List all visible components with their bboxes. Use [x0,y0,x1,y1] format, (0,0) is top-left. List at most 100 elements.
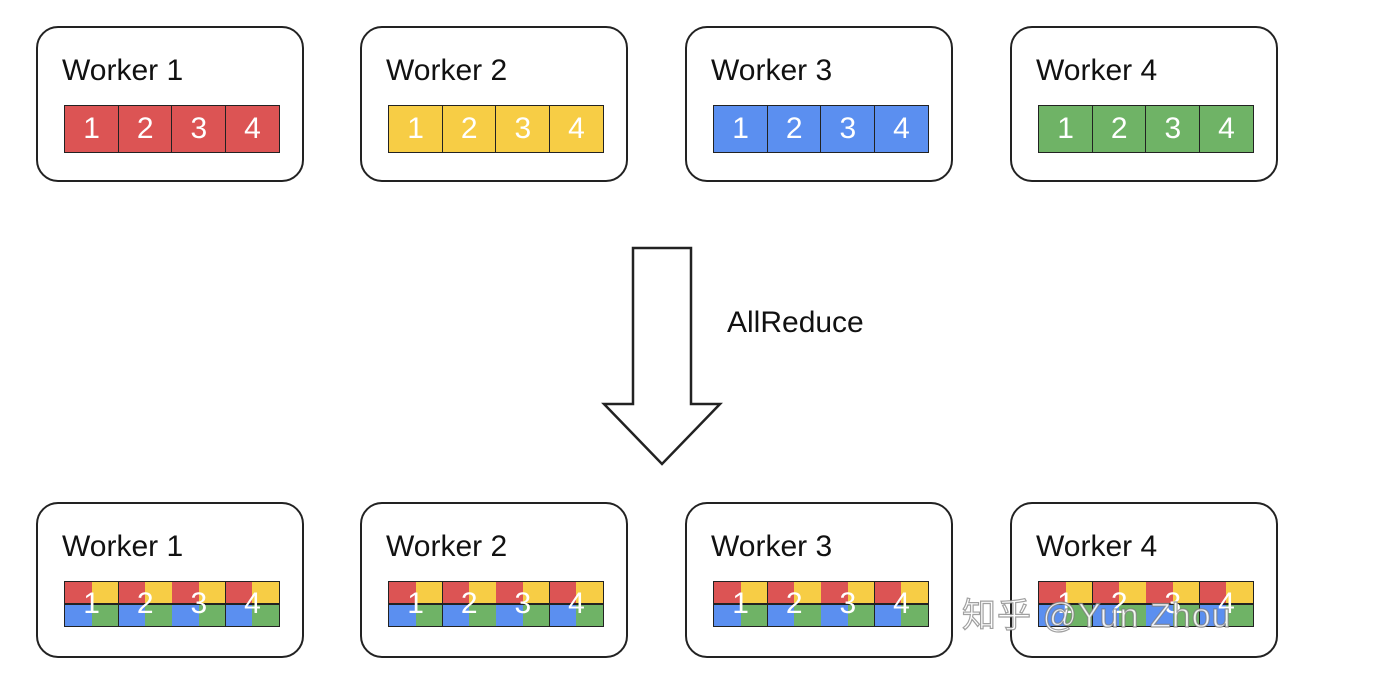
data-cell: 4 [224,581,280,627]
cell-label: 2 [785,112,803,145]
data-cell: 4 [548,581,604,627]
cell-label: 4 [244,587,261,620]
cell-divider [1146,603,1200,605]
cell-divider [874,603,928,605]
reduced-cells: 1 2 3 4 [713,581,929,627]
cell-quadrant [740,582,768,604]
cell-label: 2 [1110,587,1128,620]
cell-quadrant [901,582,928,604]
cell-quadrant [740,604,768,626]
data-cell: 4 [1198,105,1254,153]
cell-quadrant [1065,582,1093,604]
cell-label: 4 [893,587,910,620]
cell-divider [389,603,443,605]
data-cell: 3 [171,581,227,627]
down-arrow-icon [600,246,724,473]
data-cell: 3 [820,581,876,627]
cell-label: 1 [732,587,749,620]
cell-divider [1199,603,1253,605]
worker-box-after: Worker 3 1 2 3 4 [685,502,953,658]
cell-divider [1092,603,1146,605]
cell-quadrant [874,604,902,626]
cell-quadrant [1146,582,1173,604]
cell-quadrant [172,582,199,604]
cell-quadrant [469,582,496,604]
data-cell: 4 [873,581,929,627]
watermark: 知乎 @Yun Zhou [961,596,1232,635]
cell-label: 3 [1164,112,1182,145]
data-cell: 1 [713,105,769,153]
data-cell: 4 [548,105,604,153]
data-cell: 3 [820,105,876,153]
data-cell: 4 [873,105,929,153]
data-cell: 1 [713,581,769,627]
cell-quadrant [1226,604,1253,626]
cell-quadrant [442,582,470,604]
cell-label: 2 [460,587,478,620]
cell-label: 2 [136,587,154,620]
cell-label: 3 [839,587,857,620]
cell-quadrant [198,582,226,604]
cell-quadrant [91,582,119,604]
data-cell: 4 [1198,581,1254,627]
data-cell: 2 [117,581,173,627]
cell-quadrant [198,604,226,626]
cell-label: 4 [244,112,261,145]
cell-quadrant [1065,604,1093,626]
data-cell: 4 [224,105,280,153]
data-cell: 2 [441,105,497,153]
cell-quadrant [65,604,92,626]
cell-label: 3 [514,112,532,145]
cell-quadrant [821,582,848,604]
data-cell: 2 [766,105,822,153]
cell-label: 4 [568,587,585,620]
cell-label: 1 [407,587,424,620]
cell-quadrant [794,582,821,604]
cell-quadrant [714,604,741,626]
cell-quadrant [847,604,875,626]
cell-label: 3 [190,112,208,145]
cell-quadrant [549,604,577,626]
cell-label: 2 [1110,112,1128,145]
worker-title: Worker 4 [1036,54,1158,87]
cell-label: 1 [732,112,749,145]
cell-quadrant [1226,582,1253,604]
cell-label: 3 [839,112,857,145]
cell-quadrant [714,582,741,604]
cell-quadrant [1172,582,1200,604]
cell-quadrant [145,604,172,626]
cell-label: 2 [785,587,803,620]
cell-quadrant [1039,582,1066,604]
data-cell: 1 [388,581,444,627]
data-cell: 1 [388,105,444,153]
cell-label: 4 [1218,112,1235,145]
cell-quadrant [389,604,416,626]
cell-quadrant [1092,604,1120,626]
cell-divider [549,603,603,605]
cell-quadrant [225,582,253,604]
data-cell: 2 [1091,105,1147,153]
cell-label: 1 [83,112,100,145]
cell-quadrant [847,582,875,604]
cell-quadrant [1146,604,1173,626]
data-cell: 2 [766,581,822,627]
cell-label: 1 [1057,587,1074,620]
cell-label: 1 [83,587,100,620]
cell-quadrant [469,604,496,626]
worker-title: Worker 4 [1036,530,1158,563]
worker-title: Worker 2 [386,54,508,87]
cell-divider [767,603,821,605]
worker-title: Worker 3 [711,54,833,87]
worker-title: Worker 3 [711,530,833,563]
cell-quadrant [522,604,550,626]
